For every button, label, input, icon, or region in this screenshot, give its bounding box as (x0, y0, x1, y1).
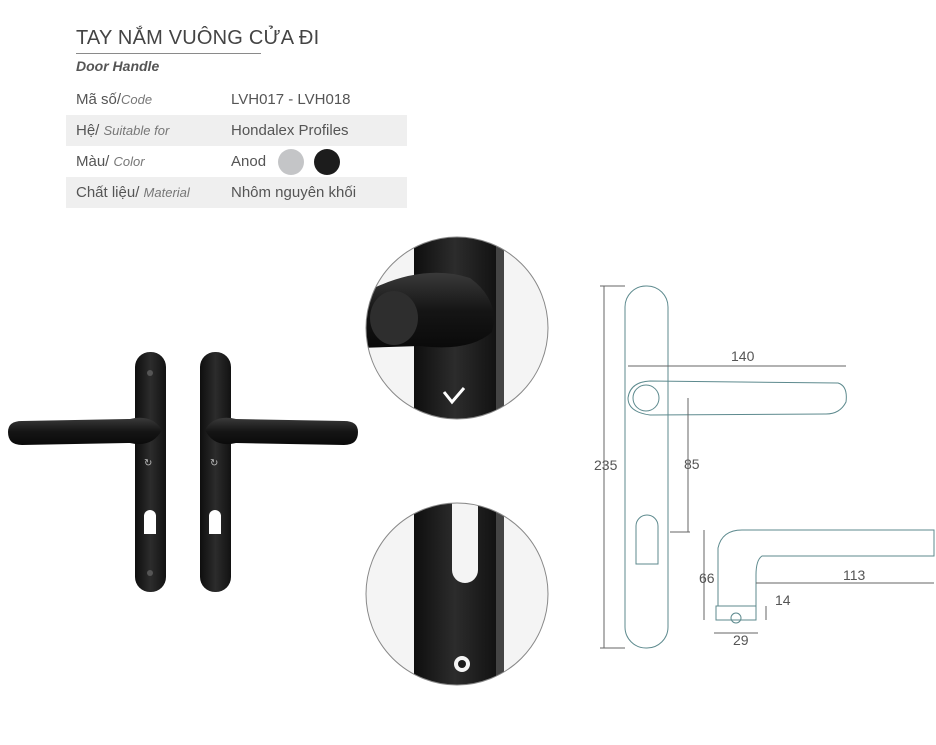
spec-value: Nhôm nguyên khối (231, 184, 357, 201)
spec-row-color: Màu/ Color Anod (66, 146, 407, 177)
spec-row-system: Hệ/ Suitable for Hondalex Profiles (66, 115, 407, 146)
spec-table: Mã số/Code LVH017 - LVH018 Hệ/ Suitable … (66, 84, 407, 208)
spec-label: Chất liệu/ (76, 184, 144, 201)
right-handle-photo: ↻ (200, 352, 358, 592)
spec-label-en: Color (113, 154, 145, 169)
silver-color-swatch (278, 148, 305, 175)
spec-row-material: Chất liệu/ Material Nhôm nguyên khối (66, 177, 407, 208)
left-handle-photo: ↻ (8, 352, 166, 592)
spec-value: LVH017 - LVH018 (231, 91, 351, 108)
detail-zoom-top (365, 236, 549, 420)
page-subtitle: Door Handle (76, 58, 160, 74)
detail-zoom-bottom (365, 502, 549, 686)
spec-label-en: Suitable for (103, 123, 170, 138)
black-color-swatch (314, 148, 341, 175)
spec-label-en: Material (143, 185, 190, 200)
dim-handle-height: 66 (699, 570, 715, 586)
title-underline (76, 53, 261, 54)
dim-rose-width: 29 (733, 632, 749, 648)
spec-label: Mã số/ (76, 91, 122, 108)
page-title: TAY NẮM VUÔNG CỬA ĐI (76, 27, 320, 49)
dimension-labels: 140 235 85 66 113 14 29 (594, 348, 866, 648)
dim-total-height: 235 (594, 457, 618, 473)
spec-label-en: Code (121, 92, 153, 107)
spec-label: Hệ/ (76, 122, 104, 139)
svg-text:↻: ↻ (144, 458, 152, 469)
spec-label: Màu/ (76, 153, 114, 170)
dim-lever-length: 140 (731, 348, 755, 364)
technical-drawing (600, 285, 935, 649)
spec-value: Anod (231, 153, 267, 170)
spec-value: Hondalex Profiles (231, 122, 349, 139)
dim-rose-thickness: 14 (775, 592, 791, 608)
svg-text:↻: ↻ (210, 458, 218, 469)
dim-handle-reach: 113 (843, 567, 866, 583)
spec-row-code: Mã số/Code LVH017 - LVH018 (66, 84, 407, 115)
dim-center-distance: 85 (684, 456, 700, 472)
